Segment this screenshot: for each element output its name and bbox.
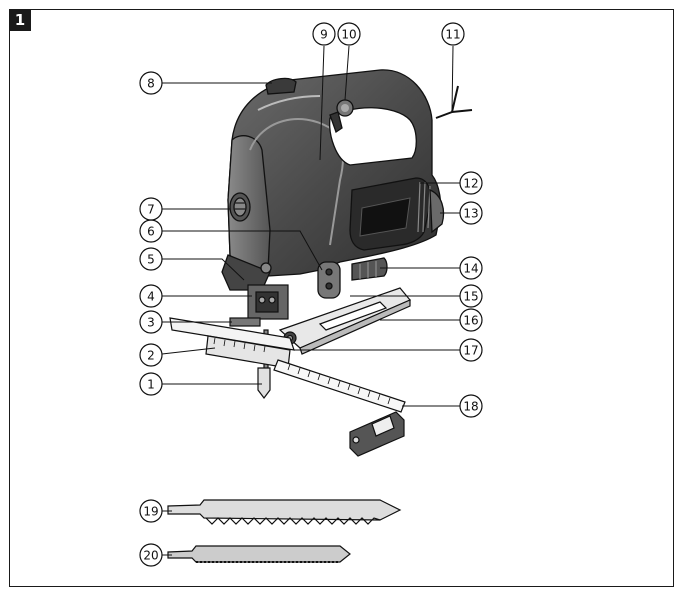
callout-6: 6 bbox=[139, 219, 163, 243]
metal-blade-20 bbox=[167, 545, 351, 563]
callout-19: 19 bbox=[139, 499, 163, 523]
callout-17: 17 bbox=[459, 338, 483, 362]
callout-7: 7 bbox=[139, 197, 163, 221]
svg-text:14: 14 bbox=[463, 262, 478, 276]
wood-blade-19 bbox=[167, 499, 402, 525]
svg-text:19: 19 bbox=[143, 505, 158, 519]
shoe-plate bbox=[278, 287, 411, 355]
svg-text:5: 5 bbox=[147, 253, 155, 267]
installed-blade bbox=[257, 367, 271, 399]
svg-text:6: 6 bbox=[147, 225, 155, 239]
callout-3: 3 bbox=[139, 310, 163, 334]
svg-text:16: 16 bbox=[463, 314, 478, 328]
svg-text:7: 7 bbox=[147, 203, 155, 217]
callout-13: 13 bbox=[459, 201, 483, 225]
callout-4: 4 bbox=[139, 284, 163, 308]
svg-text:13: 13 bbox=[463, 207, 478, 221]
hex-key bbox=[435, 85, 473, 119]
callout-20: 20 bbox=[139, 543, 163, 567]
callout-12: 12 bbox=[459, 171, 483, 195]
svg-text:1: 1 bbox=[147, 378, 155, 392]
svg-text:20: 20 bbox=[143, 549, 158, 563]
jigsaw-body bbox=[221, 69, 445, 299]
callout-18: 18 bbox=[459, 394, 483, 418]
svg-text:4: 4 bbox=[147, 290, 155, 304]
svg-text:11: 11 bbox=[445, 28, 460, 42]
callout-11: 11 bbox=[441, 22, 465, 46]
svg-text:10: 10 bbox=[341, 28, 356, 42]
svg-text:8: 8 bbox=[147, 77, 155, 91]
leader-lines bbox=[161, 45, 460, 556]
svg-text:9: 9 bbox=[320, 28, 328, 42]
callout-15: 15 bbox=[459, 284, 483, 308]
svg-text:18: 18 bbox=[463, 400, 478, 414]
parallel-guide bbox=[169, 317, 406, 457]
callout-10: 10 bbox=[337, 22, 361, 46]
callout-5: 5 bbox=[139, 247, 163, 271]
svg-text:17: 17 bbox=[463, 344, 478, 358]
callout-9: 9 bbox=[312, 22, 336, 46]
svg-text:3: 3 bbox=[147, 316, 155, 330]
svg-text:12: 12 bbox=[463, 177, 478, 191]
svg-text:15: 15 bbox=[463, 290, 478, 304]
callout-14: 14 bbox=[459, 256, 483, 280]
callouts: 1 2 3 4 5 6 7 8 9 10 11 12 13 14 15 16 1… bbox=[139, 22, 483, 567]
figure-number-badge: 1 bbox=[9, 9, 31, 31]
svg-text:2: 2 bbox=[147, 349, 155, 363]
callout-1: 1 bbox=[139, 372, 163, 396]
figure-frame bbox=[9, 9, 674, 587]
callout-2: 2 bbox=[139, 343, 163, 367]
callout-8: 8 bbox=[139, 71, 163, 95]
callout-16: 16 bbox=[459, 308, 483, 332]
